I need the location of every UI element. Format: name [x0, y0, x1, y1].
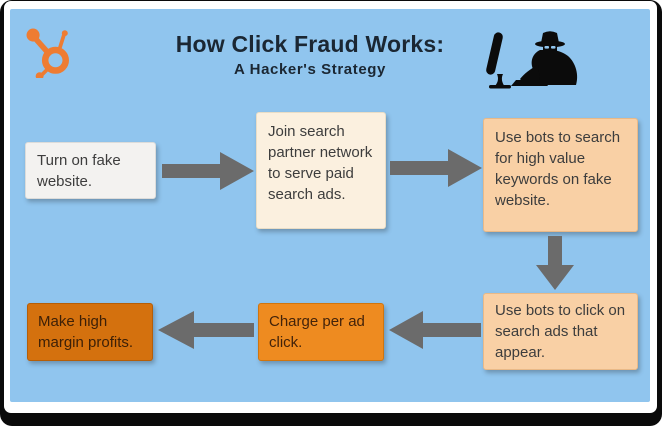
flow-step-3: Use bots to search for high value keywor… — [483, 118, 638, 232]
flow-step-4-label: Use bots to click on search ads that app… — [495, 302, 626, 361]
infographic-card: How Click Fraud Works: A Hacker's Strate… — [4, 1, 657, 413]
flow-step-6: Make high margin profits. — [27, 303, 153, 361]
arrow-right-icon — [390, 146, 482, 190]
arrow-right-icon — [162, 149, 254, 193]
arrow-down-icon — [533, 236, 577, 290]
flow-step-1: Turn on fake website. — [25, 142, 156, 199]
page-subtitle: A Hacker's Strategy — [234, 61, 386, 78]
arrow-left-icon — [389, 308, 481, 352]
flow-step-2: Join search partner network to serve pai… — [256, 112, 386, 229]
flow-step-1-label: Turn on fake website. — [37, 151, 121, 190]
arrow-left-icon — [158, 308, 254, 352]
flow-step-5: Charge per ad click. — [258, 303, 384, 361]
hubspot-sprocket-icon — [20, 22, 76, 81]
flow-step-3-label: Use bots to search for high value keywor… — [495, 129, 621, 209]
header: How Click Fraud Works: A Hacker's Strate… — [130, 31, 490, 78]
flow-step-4: Use bots to click on search ads that app… — [483, 293, 638, 370]
hacker-at-computer-icon — [480, 27, 582, 91]
flow-step-2-label: Join search partner network to serve pai… — [268, 123, 373, 203]
infographic-panel: How Click Fraud Works: A Hacker's Strate… — [10, 9, 650, 402]
flow-step-6-label: Make high margin profits. — [38, 313, 134, 351]
page-title: How Click Fraud Works: — [175, 31, 445, 57]
flow-step-5-label: Charge per ad click. — [269, 313, 365, 351]
